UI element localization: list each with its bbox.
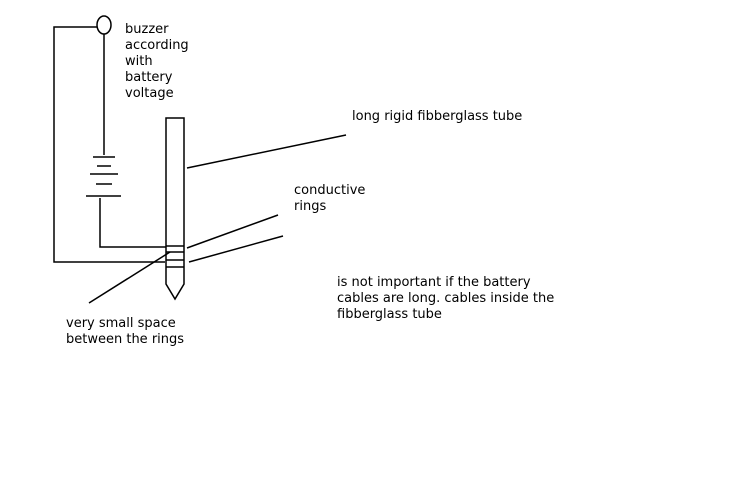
battery-cable-note-line: is not important if the battery [337,275,531,290]
rings-label-line: conductive [294,183,366,198]
ring-space-label: very small space between the rings [66,316,184,348]
leader-ring-lower [188,235,284,263]
battery-icon [86,156,121,197]
buzzer-label: buzzer according with battery voltage [125,22,189,102]
fiberglass-tube [165,117,185,301]
rings-label-line: rings [294,199,327,214]
buzzer-label-line: according [125,38,189,53]
battery-cable-note-line: fibberglass tube [337,307,442,322]
buzzer-label-line: with [125,54,153,69]
battery-cable-note-line: cables are long. cables inside the [337,291,555,306]
buzzer-label-line: battery [125,70,173,85]
rings-label: conductive rings [294,183,365,215]
tube-label: long rigid fibberglass tube [352,109,523,124]
buzzer-label-line: voltage [125,86,174,101]
ring-space-label-line: very small space [66,316,176,331]
buzzer-icon [96,15,112,35]
circuit-wire-outer [53,26,165,263]
leader-tube [186,134,347,169]
circuit-wire-battery-to-ring [99,198,167,248]
buzzer-label-line: buzzer [125,22,169,37]
leader-space [88,251,171,304]
leader-ring-upper [186,214,279,249]
battery-cable-note: is not important if the battery cables a… [337,275,554,323]
ring-space-label-line: between the rings [66,332,185,347]
